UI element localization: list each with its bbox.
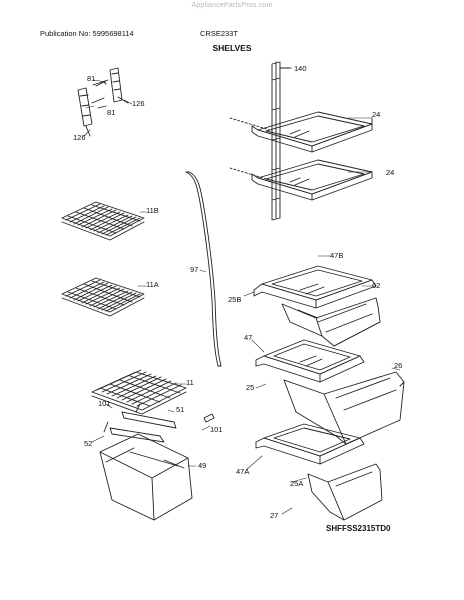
callout-47: 47: [244, 333, 252, 342]
callout-51: 51: [176, 405, 184, 414]
callout-26: 26: [394, 361, 402, 370]
callout-62: 62: [372, 281, 380, 290]
callout-49: 49: [198, 461, 206, 470]
wire-shelf-11: [91, 369, 187, 415]
pan-drawer-49: [99, 433, 193, 521]
shelf-bracket-assembly: [77, 67, 129, 137]
crisper-cover-47a: [255, 423, 365, 465]
callout-97: 97: [190, 265, 198, 274]
callout-25: 25: [246, 383, 254, 392]
callout-81-bottom: 81: [107, 108, 115, 117]
callout-25a: 25A: [290, 479, 303, 488]
callout-11b: 11B: [146, 206, 159, 215]
callout-11: 11: [186, 378, 194, 387]
callout-47a: 47A: [236, 467, 249, 476]
callout-101-right: 101: [210, 425, 223, 434]
watermark: AppliancePartsPros.com: [191, 2, 273, 9]
section-title: SHELVES: [212, 43, 252, 53]
callout-25b: 25B: [228, 295, 241, 304]
callout-24-upper: 24: [372, 110, 380, 119]
model-number: CRSE233T: [200, 29, 238, 38]
callout-47b: 47B: [330, 251, 343, 260]
callout-81-top: 81: [87, 74, 95, 83]
wire-shelf-11b: [61, 201, 145, 241]
callout-27: 27: [270, 511, 278, 520]
leader-lines: [83, 67, 401, 515]
callout-101-left: 101: [98, 399, 111, 408]
callout-52: 52: [84, 439, 92, 448]
diagram-code: SHFFSS2315TD0: [326, 524, 391, 533]
glass-shelf-upper: [251, 111, 373, 153]
crisper-cover-47b: [253, 265, 377, 309]
callout-11a: 11A: [146, 280, 159, 289]
callout-126-top: 126: [132, 99, 145, 108]
crisper-drawer-bottom: [307, 463, 383, 521]
crisper-drawer-upper: [281, 297, 381, 347]
callout-140: 140: [294, 64, 307, 73]
shelf-rail-140: [229, 61, 291, 221]
callout-labels: 81 126 81 126 140 24 24 11B 97 47B 62 25…: [73, 64, 402, 520]
shelf-trim-51: [103, 403, 215, 443]
glass-shelf-lower: [251, 159, 373, 201]
callout-24-lower: 24: [386, 168, 394, 177]
trim-rod-97: [185, 171, 222, 367]
crisper-cover-47: [255, 339, 365, 383]
publication-number: Publication No: 5995698114: [40, 29, 134, 38]
crisper-drawer-middle: [283, 371, 405, 445]
wire-shelf-11a: [61, 277, 145, 317]
callout-126-bottom: 126: [73, 133, 86, 142]
